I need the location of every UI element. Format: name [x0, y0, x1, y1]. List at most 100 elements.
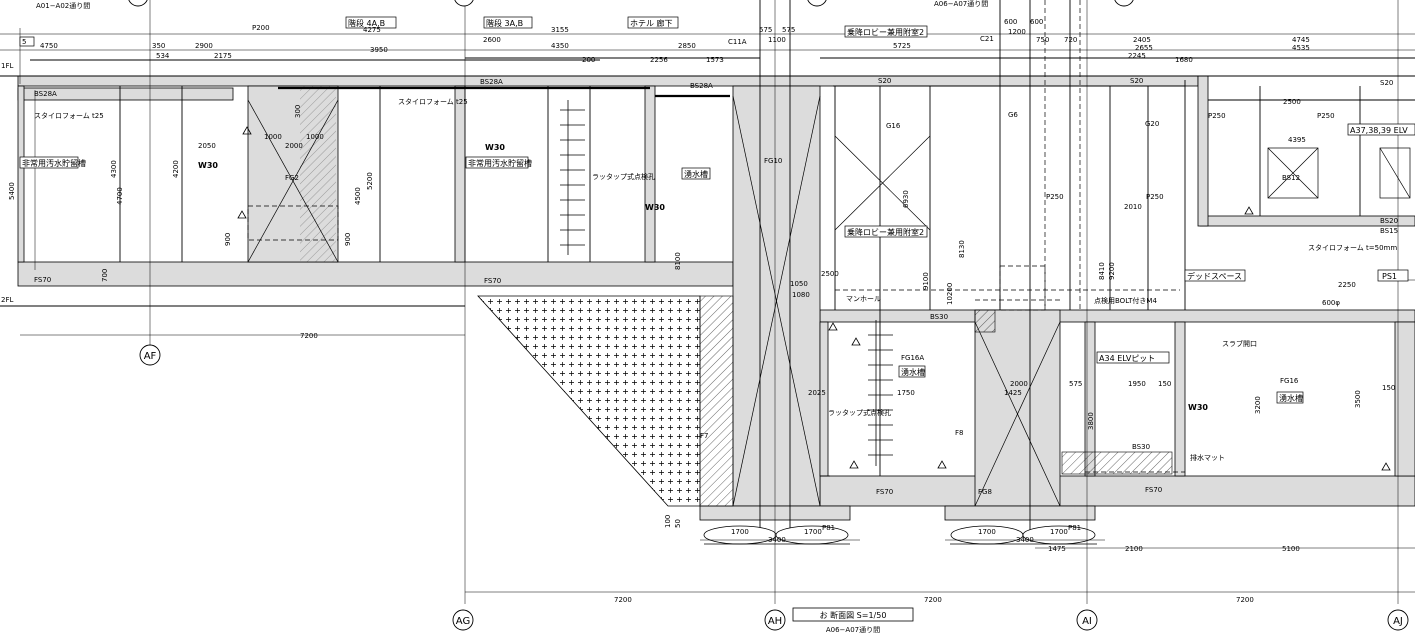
note-styrofoam-2: スタイロフォーム t25 — [398, 97, 468, 106]
dim-misc: 1080 — [792, 291, 810, 299]
dim-misc: 50 — [674, 519, 682, 528]
member-w30-3: W30 — [645, 203, 665, 212]
label-water-2: 湧水槽 — [901, 367, 925, 377]
grid-bubble-aj — [1387, 609, 1409, 631]
fg8-beam — [974, 309, 1061, 507]
hatch-stair — [300, 86, 336, 262]
title-box — [792, 607, 914, 622]
grid-bubble-ag — [452, 609, 474, 631]
dim-bottom: 7200 — [924, 596, 942, 604]
level-1fl: 1FL — [1, 62, 13, 70]
member-p250-4: P250 — [1317, 112, 1335, 120]
dim-bottom: 3400 — [1016, 536, 1034, 544]
dim-misc: 2025 — [808, 389, 826, 397]
member-g16: G16 — [886, 122, 901, 130]
dim-bottom: 1700 — [1050, 528, 1068, 536]
grid-label-ai: AI — [1082, 616, 1092, 627]
room-label-boxes — [19, 16, 1415, 404]
warning-icon — [937, 460, 947, 469]
label-water-3: 湧水槽 — [1279, 393, 1303, 403]
dim-top: 2245 — [1128, 52, 1146, 60]
ladders — [560, 100, 893, 466]
member-s20-2: S20 — [1130, 77, 1143, 85]
note-manhole: マンホール — [846, 295, 881, 303]
pile-cap-2 — [944, 505, 1096, 521]
label-lobby-1: 乗降ロビー兼用附室2 — [847, 27, 924, 37]
dim-misc: 1750 — [897, 389, 915, 397]
title-text: お 断面図 S=1/50 — [820, 610, 887, 620]
member-s20-1: S20 — [878, 77, 891, 85]
dim-bottom: 3400 — [768, 536, 786, 544]
member-w30-4: W30 — [1188, 403, 1208, 412]
member-fs70-3: FS70 — [876, 488, 893, 496]
cross-marks — [247, 95, 1411, 507]
dim-misc: 6930 — [902, 190, 910, 208]
top-right-note: A06−A07通り間 — [934, 0, 988, 8]
grid-bubble-top-4 — [1114, 0, 1134, 7]
dim-misc: 2500 — [821, 270, 839, 278]
annotation-notes: スタイロフォーム t25 スタイロフォーム t25 スタイロフォーム t=50m… — [34, 97, 1397, 462]
wall-mid-a — [454, 85, 466, 263]
grid-bubble-top-1 — [128, 0, 148, 7]
dim-top: 2175 — [214, 52, 232, 60]
dim-misc: 2000 — [285, 142, 303, 150]
wall-elv-l — [1084, 321, 1096, 477]
member-fg10: FG10 — [764, 157, 782, 165]
label-elv-pit: A34 ELVピット — [1099, 354, 1155, 363]
dim-top: 2850 — [678, 42, 696, 50]
member-fg8: FG8 — [978, 488, 992, 496]
top-left-note: A01−A02通り間 — [36, 1, 90, 10]
dim-misc: 4700 — [116, 187, 124, 205]
dim-misc: 1000 — [306, 133, 324, 141]
dim-bottom: 7200 — [300, 332, 318, 340]
dim-misc: 700 — [101, 269, 109, 282]
dimension-texts-misc: 1000 1000 2000 2050 900 900 5400 4300 47… — [8, 98, 1395, 528]
dim-misc: 9100 — [922, 272, 930, 290]
grid-bubble-af — [139, 344, 161, 366]
dim-top: 200 — [582, 56, 595, 64]
dim-misc: 1950 — [1128, 380, 1146, 388]
dim-misc: 100 — [664, 515, 672, 528]
dim-top: 2405 — [1133, 36, 1151, 44]
dim-top: 4535 — [1292, 44, 1310, 52]
slab-fs70-right — [819, 475, 1415, 507]
dim-misc: 2000 — [1010, 380, 1028, 388]
slab-bs30 — [819, 309, 1415, 323]
wall-right — [1394, 321, 1415, 477]
dim-top: 1680 — [1175, 56, 1193, 64]
member-p250-1: P250 — [1046, 193, 1064, 201]
dim-top: 1573 — [706, 56, 724, 64]
warning-icons — [237, 126, 1391, 471]
label-water-1: 湧水槽 — [684, 169, 708, 179]
dim-misc: 2250 — [1338, 281, 1356, 289]
member-bs28a-2: BS28A — [480, 78, 503, 86]
dim-top: 750 — [1036, 36, 1049, 44]
dim-misc: 4300 — [110, 160, 118, 178]
dimension-texts-top: 4750 350 2900 4275 2600 3155 4350 2850 5… — [40, 18, 1310, 64]
dim-misc: 900 — [224, 233, 232, 246]
member-fs70-2: FS70 — [484, 277, 501, 285]
warning-icon — [828, 322, 838, 331]
label-hotel-corridor: ホテル 廊下 — [630, 18, 673, 28]
dim-top: 4275 — [363, 26, 381, 34]
grid-bubble-ai — [1076, 609, 1098, 631]
member-c11a: C11A — [728, 38, 747, 46]
grid-bubble-top-3 — [807, 0, 827, 7]
note-trap-1: ラッタップ式点検孔 — [592, 172, 655, 181]
dim-misc: 575 — [1069, 380, 1082, 388]
dashed-lines — [247, 0, 1185, 473]
member-f7: F7 — [700, 432, 708, 440]
member-fs70-1: FS70 — [34, 276, 51, 284]
dim-misc: 2050 — [198, 142, 216, 150]
member-g20: G20 — [1145, 120, 1159, 128]
wall-fg16a — [819, 321, 829, 477]
dim-bottom: 7200 — [1236, 596, 1254, 604]
warning-icon — [237, 210, 247, 219]
dim-misc: 900 — [344, 233, 352, 246]
dim-bottom: 1700 — [804, 528, 822, 536]
label-elv-right: A37,38,39 ELV — [1350, 126, 1408, 135]
warning-icon — [1381, 462, 1391, 471]
dim-misc: 8410 — [1098, 262, 1106, 280]
note-trap-2: ラッタップ式点検孔 — [828, 408, 891, 417]
dim-misc: 150 — [1158, 380, 1171, 388]
